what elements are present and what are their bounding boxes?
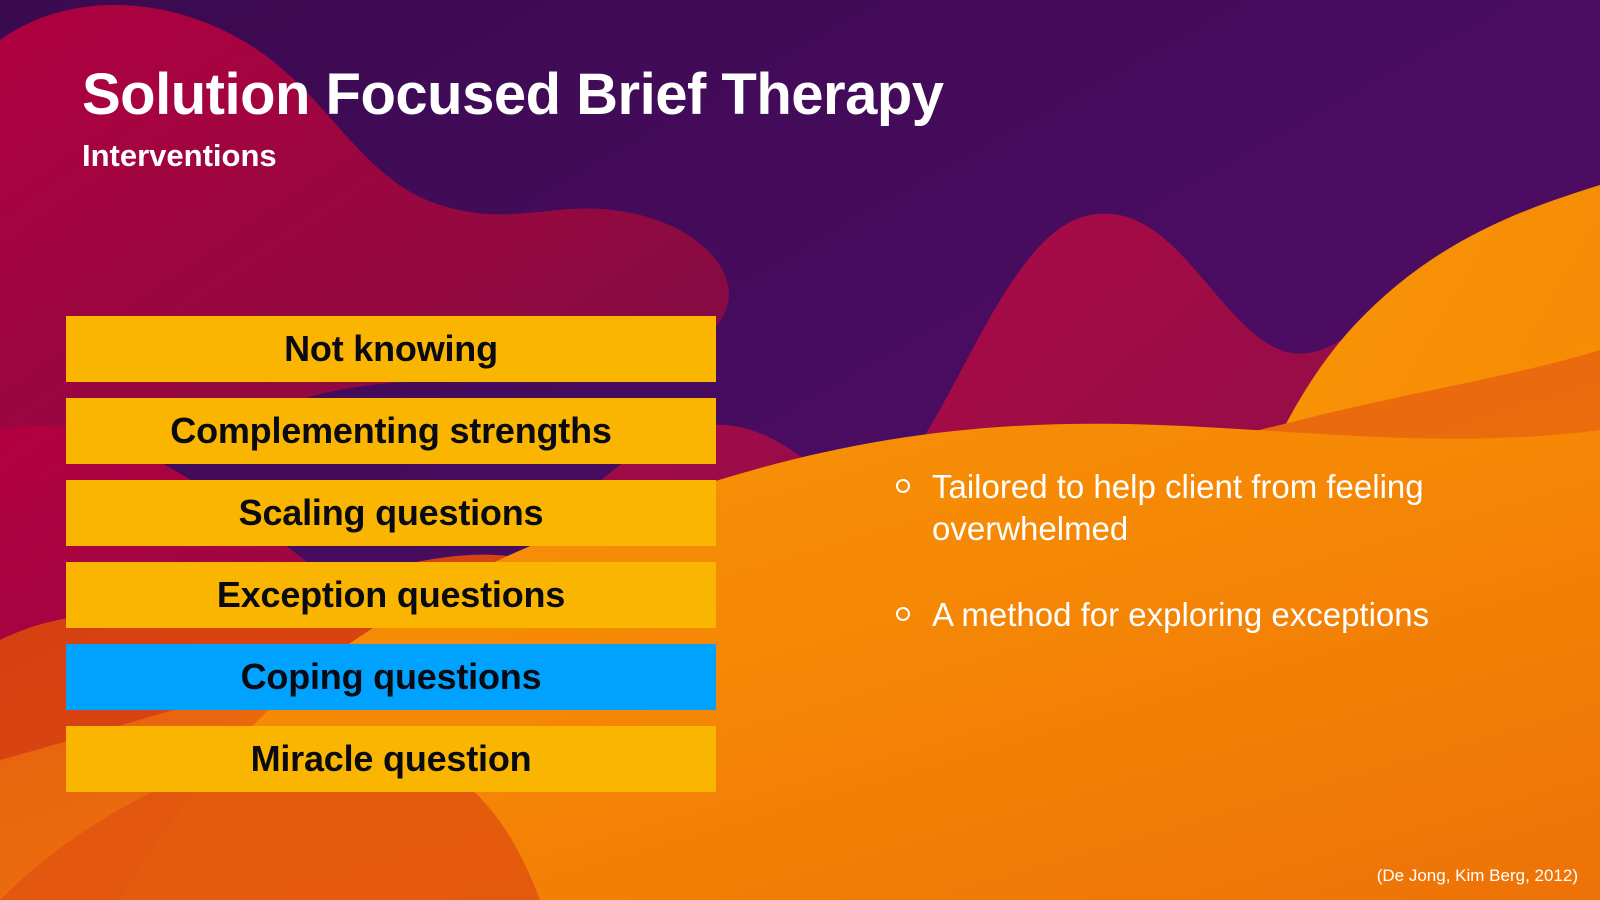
page-title: Solution Focused Brief Therapy [82,62,944,127]
intervention-label: Coping questions [240,656,542,697]
intervention-item-scaling-questions[interactable]: Scaling questions [66,480,716,546]
intervention-label: Complementing strengths [170,410,612,451]
intervention-list: Not knowing Complementing strengths Scal… [66,316,716,792]
page-subtitle: Interventions [82,138,277,173]
title-block: Solution Focused Brief Therapy Intervent… [82,62,944,173]
circle-bullet-icon [896,479,910,493]
intervention-item-complementing-strengths[interactable]: Complementing strengths [66,398,716,464]
intervention-item-exception-questions[interactable]: Exception questions [66,562,716,628]
intervention-label: Not knowing [284,328,498,369]
intervention-label: Exception questions [216,574,566,615]
intervention-item-miracle-question[interactable]: Miracle question [66,726,716,792]
list-item: Tailored to help client from feeling ove… [896,466,1456,550]
list-item: A method for exploring exceptions [896,594,1456,636]
citation: (De Jong, Kim Berg, 2012) [1376,866,1578,885]
notes-list: Tailored to help client from feeling ove… [896,466,1456,637]
circle-bullet-icon [896,607,910,622]
intervention-item-not-knowing[interactable]: Not knowing [66,316,716,382]
note-text: Tailored to help client from feeling ove… [932,468,1424,548]
intervention-label: Miracle question [250,738,532,779]
intervention-item-coping-questions[interactable]: Coping questions [66,644,716,710]
note-text: A method for exploring exceptions [932,596,1430,634]
intervention-label: Scaling questions [238,492,544,533]
